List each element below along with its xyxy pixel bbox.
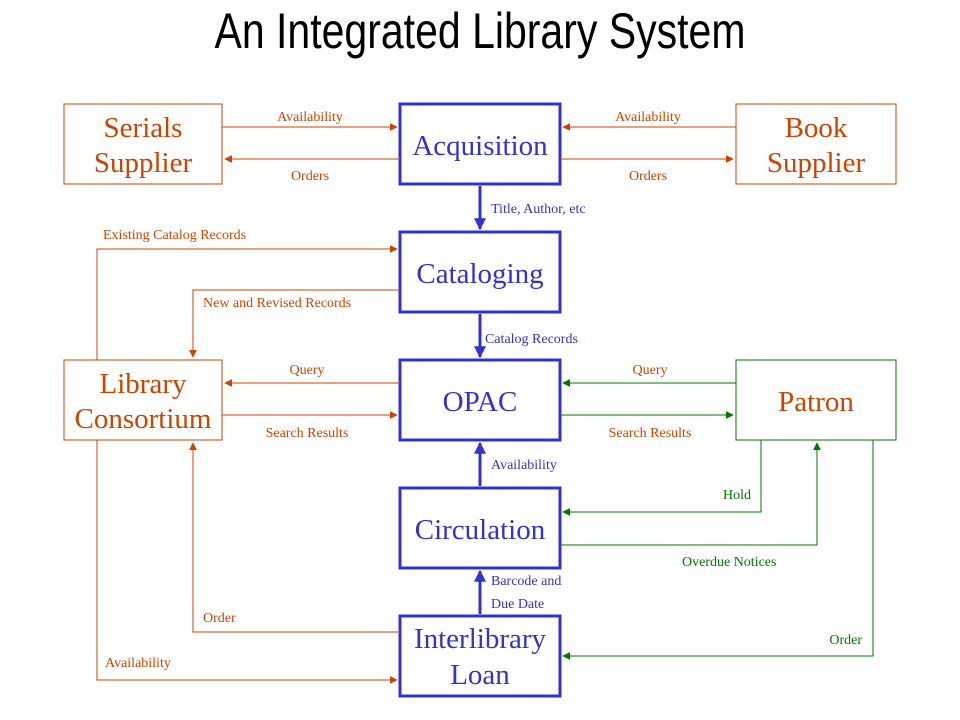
consortium-results-label: Search Results [266,426,349,441]
consortium-query-label: Query [290,363,325,378]
ill-label-line1: Interlibrary [414,623,547,655]
circulation-node: Circulation [398,486,562,570]
patron-node: Patron [735,359,897,441]
book-supplier-node: Book Supplier [735,103,897,185]
serials-label-line1: Serials [104,112,183,144]
cataloging-node: Cataloging [398,230,562,314]
ill-order-label: Order [203,611,236,626]
patron-order-label: Order [829,633,862,648]
consortium-availability-to-ill-arrow [96,440,398,684]
serials-availability-label: Availability [277,110,343,125]
ill-label-line2: Loan [450,659,510,691]
book-label-line1: Book [785,112,848,144]
serials-orders-label: Orders [291,169,329,184]
serials-label-line2: Supplier [94,147,193,179]
overdue-notices-arrow [560,442,821,546]
hold-label: Hold [723,488,751,503]
consortium-label-line2: Consortium [75,403,212,435]
opac-node: OPAC [398,358,562,442]
page-title: An Integrated Library System [214,3,746,59]
serials-supplier-node: Serials Supplier [63,103,223,185]
title-author-label: Title, Author, etc [491,202,586,217]
patron-query-label: Query [633,363,668,378]
ill-order-to-consortium-arrow [189,442,400,633]
existing-records-arrow [96,245,398,360]
acquisition-node: Acquisition [398,102,562,186]
library-consortium-node: Library Consortium [63,359,223,441]
opac-label: OPAC [443,386,518,418]
circ-availability-label: Availability [491,458,557,473]
hold-arrow [562,440,762,516]
acquisition-label: Acquisition [412,130,548,162]
patron-order-arrow [562,440,874,660]
consortium-label-line1: Library [100,368,187,400]
barcode-label-line2: Due Date [491,597,544,612]
ill-availability-label: Availability [105,656,171,671]
patron-label: Patron [778,386,854,418]
existing-records-label: Existing Catalog Records [103,228,246,243]
barcode-label-line1: Barcode and [491,574,561,589]
patron-results-label: Search Results [609,426,692,441]
interlibrary-loan-node: Interlibrary Loan [398,614,562,698]
catalog-records-label: Catalog Records [485,332,578,347]
circulation-label: Circulation [415,514,546,546]
new-revised-records-arrow [189,289,400,358]
overdue-notices-label: Overdue Notices [682,555,776,570]
cataloging-label: Cataloging [416,258,543,290]
new-revised-records-label: New and Revised Records [203,296,351,311]
book-label-line2: Supplier [767,147,866,179]
book-availability-label: Availability [615,110,681,125]
book-orders-label: Orders [629,169,667,184]
